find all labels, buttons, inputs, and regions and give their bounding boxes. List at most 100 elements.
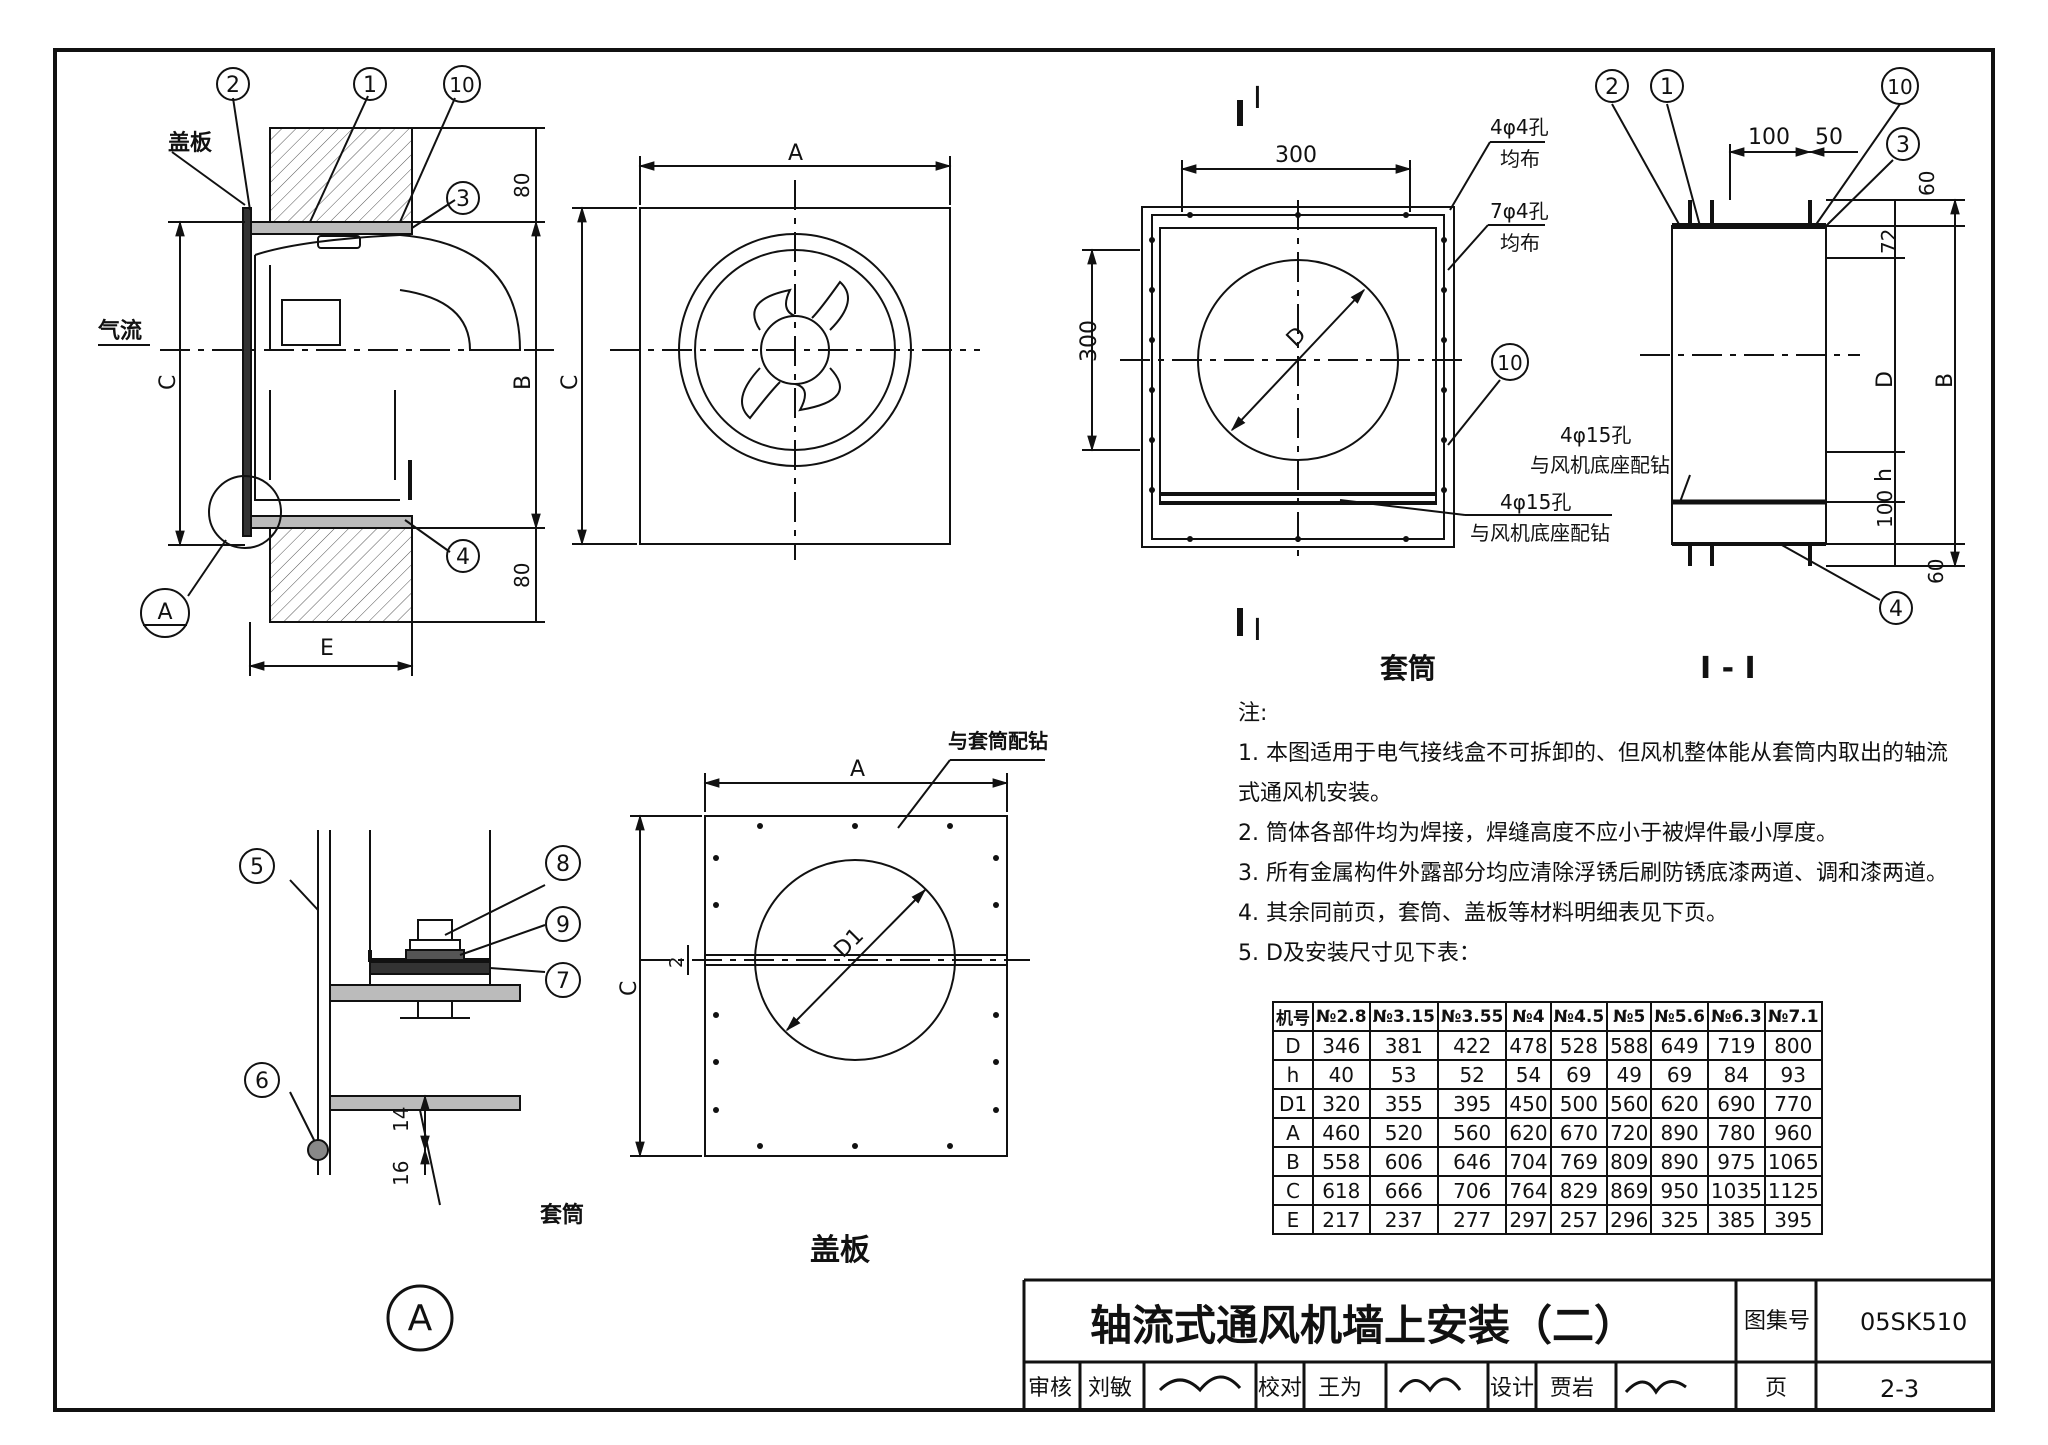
sleeve-callout: 10 [1491, 343, 1529, 381]
callout-4-section: 4 [1889, 597, 1903, 622]
holes-15-label-section: 4φ15孔 [1560, 423, 1631, 447]
section-mark-bottom: I [1253, 613, 1262, 648]
table-cell: 450 [1505, 1088, 1552, 1119]
table-cell: 780 [1706, 1117, 1766, 1148]
table-cell: 618 [1312, 1175, 1371, 1206]
holes-4-label: 4φ4孔 [1490, 115, 1549, 139]
dim-100-vertical: 100 [1873, 490, 1897, 528]
front-view [572, 156, 980, 560]
drill-with-sleeve-label: 与套筒配钻 [948, 729, 1048, 753]
holes-7-label: 7φ4孔 [1490, 199, 1549, 223]
table-cell: 40 [1312, 1059, 1371, 1090]
section-title: I - I [1700, 651, 1756, 686]
callout-6: 6 [255, 1069, 269, 1094]
dimension-table: 机号 №2.8 №3.15 №3.55 №4 №4.5 №5 №5.6 №6.3… [1272, 1001, 1823, 1235]
table-cell: h [1272, 1059, 1314, 1090]
table-cell: 770 [1763, 1088, 1823, 1119]
review-label: 审核 [1028, 1376, 1072, 1401]
table-cell: 500 [1549, 1088, 1609, 1119]
table-cell: A [1272, 1117, 1314, 1148]
table-cell: 890 [1650, 1117, 1709, 1148]
detail-A-callouts: 5 6 8 9 7 A [239, 845, 581, 1352]
table-cell: 296 [1606, 1204, 1653, 1235]
side-view [98, 95, 555, 676]
drill-with-base-section: 与风机底座配钻 [1530, 453, 1670, 477]
note-1: 1. 本图适用于电气接线盒不可拆卸的、但风机整体能从套筒内取出的轴流 [1238, 741, 1948, 766]
table-cell: 950 [1650, 1175, 1709, 1206]
table-cell: 706 [1436, 1175, 1508, 1206]
dim-14: 14 [389, 1107, 413, 1132]
table-cell: 588 [1606, 1030, 1653, 1061]
table-cell: 277 [1436, 1204, 1508, 1235]
atlas-number: 05SK510 [1860, 1308, 1967, 1336]
table-cell: 649 [1650, 1030, 1709, 1061]
cover-plate-side-label: 盖板 [168, 130, 213, 156]
detail-A-view [289, 830, 546, 1206]
table-cell: 809 [1606, 1146, 1653, 1177]
dim-80-bottom: 80 [510, 563, 534, 588]
table-cell: 320 [1312, 1088, 1371, 1119]
table-cell: 49 [1606, 1059, 1653, 1090]
detail-A-title: A [408, 1298, 433, 1339]
callout-10-section: 10 [1887, 75, 1912, 99]
holes-7-evenly: 均布 [1500, 231, 1540, 255]
table-cell: 385 [1706, 1204, 1766, 1235]
table-cell: 560 [1436, 1117, 1508, 1148]
table-header-cell: №3.15 [1368, 1001, 1439, 1032]
table-cell: 54 [1505, 1059, 1552, 1090]
table-cell: 381 [1368, 1030, 1439, 1061]
table-header-cell: №5.6 [1650, 1001, 1709, 1032]
note-2: 2. 筒体各部件均为焊接，焊缝高度不应小于被焊件最小厚度。 [1238, 821, 1838, 846]
table-cell: 560 [1606, 1088, 1653, 1119]
table-cell: 690 [1706, 1088, 1766, 1119]
designer-name: 贾岩 [1550, 1376, 1594, 1401]
table-cell: 528 [1549, 1030, 1609, 1061]
detail-A-mark: A [157, 600, 172, 625]
table-cell: 395 [1436, 1088, 1508, 1119]
reviewer-name: 刘敏 [1088, 1376, 1132, 1401]
dim-B-section: B [1933, 373, 1958, 388]
table-cell: 869 [1606, 1175, 1653, 1206]
table-cell: 325 [1650, 1204, 1709, 1235]
dim-300-vertical: 300 [1077, 320, 1102, 362]
table-cell: 670 [1549, 1117, 1609, 1148]
dim-D-sleeve: D [1282, 322, 1312, 352]
table-cell: 53 [1368, 1059, 1439, 1090]
table-cell: 84 [1706, 1059, 1766, 1090]
side-view-callouts: 2 1 10 3 4 A [140, 65, 481, 638]
table-cell: B [1272, 1146, 1314, 1177]
signatures [1158, 1375, 1687, 1395]
callout-1-section: 1 [1660, 75, 1674, 100]
table-cell: 719 [1706, 1030, 1766, 1061]
cover-plate-bolts [713, 823, 999, 1149]
callout-3: 3 [456, 187, 470, 212]
callout-5: 5 [250, 855, 264, 880]
callout-7: 7 [556, 969, 570, 994]
table-cell: 346 [1312, 1030, 1371, 1061]
callout-9: 9 [556, 913, 570, 938]
sleeve-label-detail: 套筒 [540, 1202, 584, 1228]
table-cell: 1125 [1763, 1175, 1823, 1206]
callout-2-section: 2 [1605, 75, 1619, 100]
table-cell: 960 [1763, 1117, 1823, 1148]
table-header-cell: №3.55 [1436, 1001, 1508, 1032]
table-cell: 422 [1436, 1030, 1508, 1061]
atlas-label: 图集号 [1744, 1309, 1810, 1334]
table-cell: 620 [1650, 1088, 1709, 1119]
table-cell: 769 [1549, 1146, 1609, 1177]
callout-10-sleeve: 10 [1497, 351, 1522, 375]
dim-60-top: 60 [1915, 171, 1939, 196]
table-cell: 297 [1505, 1204, 1552, 1235]
section-mark-top: I [1253, 81, 1262, 116]
dim-2-cover: 2 [666, 957, 687, 968]
design-label: 设计 [1490, 1376, 1534, 1401]
table-cell: 52 [1436, 1059, 1508, 1090]
dim-A-front: A [788, 141, 803, 166]
table-cell: 620 [1505, 1117, 1552, 1148]
note-3: 3. 所有金属构件外露部分均应清除浮锈后刷防锈底漆两道、调和漆两道。 [1238, 861, 1948, 886]
